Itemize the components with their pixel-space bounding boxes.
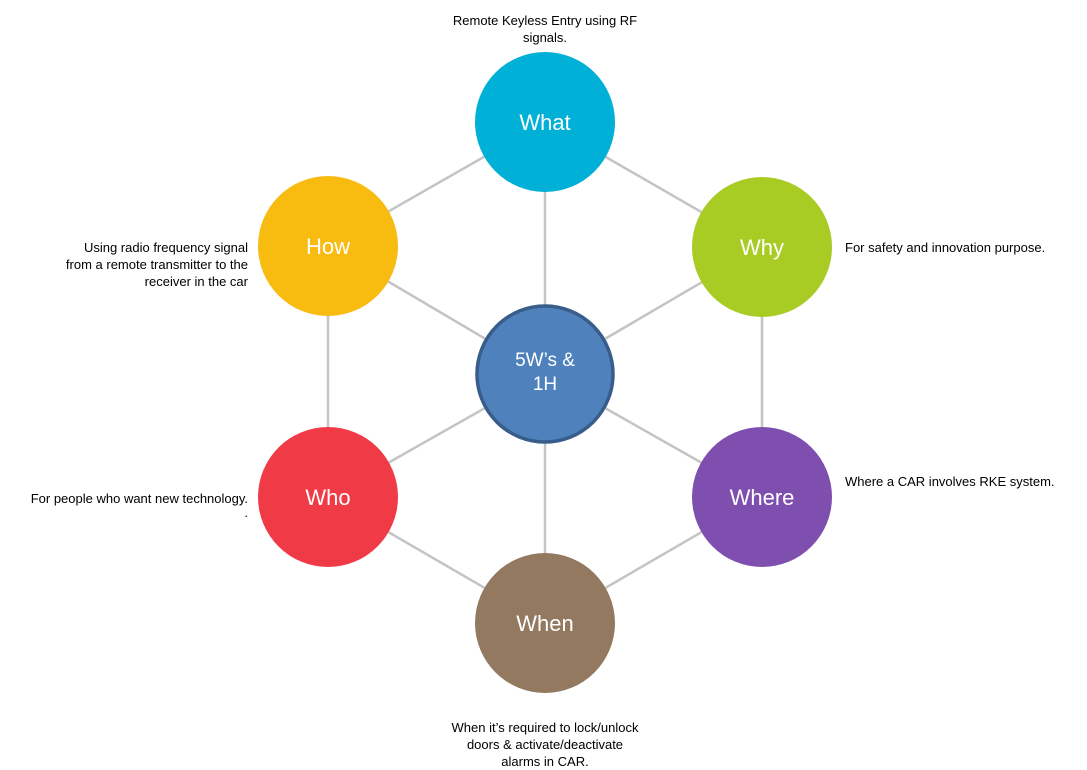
node-who: Who <box>258 427 398 567</box>
node-what-circle <box>475 52 615 192</box>
what-description-line: Remote Keyless Entry using RF <box>452 13 638 28</box>
when-description-line: When it’s required to lock/unlock <box>451 720 639 735</box>
when-description-line: alarms in CAR. <box>501 754 589 769</box>
how-description: Using radio frequency signal from a remo… <box>20 239 248 290</box>
how-description-line: Using radio frequency signal <box>83 240 248 255</box>
node-where-label: Where <box>730 485 795 510</box>
node-who-circle <box>258 427 398 567</box>
center-node-label-line1: 5W’s & <box>515 350 575 371</box>
node-how-circle <box>258 176 398 316</box>
why-description: For safety and innovation purpose. <box>845 239 1080 256</box>
when-description: When it’s required to lock/unlock doors … <box>415 719 675 770</box>
who-description-line: . <box>244 505 248 520</box>
node-who-label: Who <box>305 485 350 510</box>
node-what: What <box>475 52 615 192</box>
center-node-label-line2: 1H <box>533 374 557 395</box>
when-description-line: doors & activate/deactivate <box>466 737 624 752</box>
where-description: Where a CAR involves RKE system. <box>845 473 1080 490</box>
how-description-line: receiver in the car <box>144 274 248 289</box>
what-description: Remote Keyless Entry using RF signals. <box>395 12 695 46</box>
center-node: 5W’s & 1H <box>475 304 615 444</box>
what-description-line: signals. <box>522 30 568 45</box>
node-what-label: What <box>519 110 570 135</box>
node-when-circle <box>475 553 615 693</box>
node-why-circle <box>692 177 832 317</box>
node-when-label: When <box>516 611 573 636</box>
node-how: How <box>258 176 398 316</box>
how-description-line: from a remote transmitter to the <box>65 257 248 272</box>
node-when: When <box>475 553 615 693</box>
who-description-line: For people who want new technology. <box>30 491 248 506</box>
center-node-circle <box>475 304 615 444</box>
node-where: Where <box>692 427 832 567</box>
node-why: Why <box>692 177 832 317</box>
where-description-line: Where a CAR involves RKE system. <box>845 474 1055 489</box>
why-description-line: For safety and innovation purpose. <box>845 240 1046 255</box>
node-how-label: How <box>306 234 350 259</box>
node-why-label: Why <box>740 235 784 260</box>
who-description: For people who want new technology. . <box>8 490 248 519</box>
node-where-circle <box>692 427 832 567</box>
